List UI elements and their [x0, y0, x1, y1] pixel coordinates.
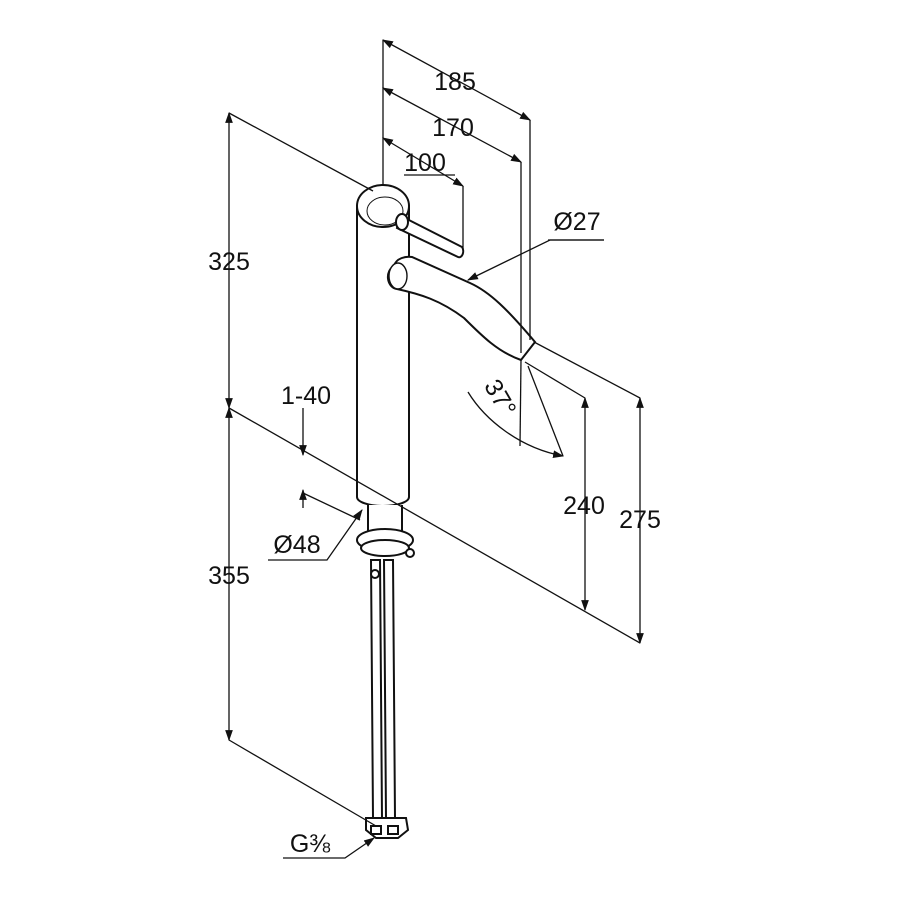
label-355: 355	[208, 562, 250, 590]
dim-line-170	[382, 87, 522, 163]
label-325: 325	[208, 248, 250, 276]
label-1-40: 1-40	[281, 382, 331, 410]
supply-hose-left	[369, 559, 384, 819]
leader-27	[467, 239, 604, 281]
dimension-lines	[225, 39, 644, 859]
top-cap-rim	[366, 196, 404, 226]
dim-line-100	[382, 137, 464, 187]
lever-handle	[395, 214, 465, 259]
leader-48	[268, 509, 363, 561]
spout-joint	[388, 262, 408, 290]
dimension-labels: 185 170 100 Ø27 325 1-40 37° 240 275 Ø48…	[208, 68, 661, 858]
label-185: 185	[434, 68, 476, 96]
leader-thread	[283, 837, 375, 859]
label-170: 170	[432, 114, 474, 142]
label-275: 275	[619, 506, 661, 534]
hose-clip	[370, 569, 380, 579]
label-diameter-27: Ø27	[553, 208, 600, 236]
label-thread-g3-8: G⅜	[290, 830, 330, 858]
faucet-column	[356, 205, 410, 507]
supply-hose-right	[382, 559, 397, 819]
dim-arc-37	[467, 391, 565, 458]
fitting-hex-left	[370, 825, 382, 835]
spout	[386, 255, 537, 362]
lever-pivot	[395, 213, 409, 231]
mounting-nut	[360, 539, 410, 557]
label-diameter-48: Ø48	[273, 531, 320, 559]
mount-screw	[405, 548, 415, 558]
faucet-body	[356, 184, 537, 839]
label-100: 100	[404, 149, 446, 177]
fitting-hex-right	[387, 825, 399, 835]
label-240: 240	[563, 492, 605, 520]
